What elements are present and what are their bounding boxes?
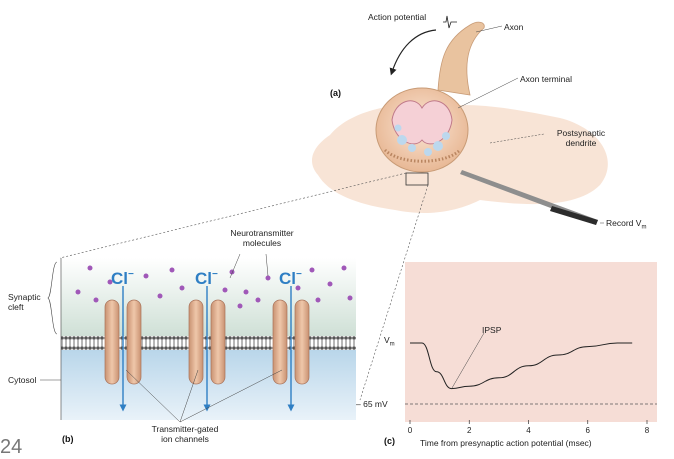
action-potential-trace (443, 15, 457, 29)
slide-number: 24 (0, 436, 23, 458)
vm-axis-label: Vm (384, 335, 395, 348)
electrode (460, 170, 598, 225)
x-axis-title: Time from presynaptic action potential (… (420, 438, 592, 448)
ipsp-graph-background (405, 262, 657, 422)
cl-ion-label-2: Cl− (195, 269, 218, 288)
record-vm-label: Record Vm (606, 218, 647, 231)
x-tick-label: 2 (467, 426, 472, 435)
panel-a-tag: (a) (330, 88, 341, 98)
ion-channel-1 (104, 299, 142, 385)
x-tick-label: 0 (408, 426, 413, 435)
ipsp-label: IPSP (482, 325, 502, 335)
ion-channel-2 (188, 299, 226, 385)
vm-trace (410, 342, 633, 390)
cl-ion-label-1: Cl− (111, 269, 134, 288)
action-potential-label: Action potential (368, 12, 427, 22)
cl-ion-label-3: Cl− (279, 269, 302, 288)
transmitter-gated-channels-label: Transmitter-gated ion channels (151, 424, 219, 444)
axon-label: Axon (504, 22, 524, 32)
x-tick-label: 6 (586, 426, 591, 435)
axon-terminal-label: Axon terminal (520, 74, 572, 84)
postsynaptic-dendrite-label: Postsynaptic dendrite (556, 128, 606, 148)
axon (437, 21, 485, 96)
action-potential-arrow (389, 29, 437, 76)
neurotransmitter-label: Neurotransmitter molecules (230, 228, 294, 248)
neurotransmitter-molecules (75, 265, 353, 309)
x-tick-label: 8 (645, 426, 650, 435)
ipsp-leader (451, 332, 485, 389)
ion-channel-3 (272, 299, 310, 385)
axon-terminal (375, 87, 469, 173)
x-tick-label: 4 (526, 426, 531, 435)
panel-b-tag: (b) (62, 434, 74, 444)
baseline-label: – 65 mV (356, 399, 388, 409)
synaptic-cleft-label: Synaptic cleft (8, 292, 41, 312)
x-axis-ticks: 0 2 4 6 8 (408, 420, 650, 435)
panel-c-tag: (c) (384, 436, 395, 446)
cytosol-label: Cytosol (8, 375, 37, 385)
